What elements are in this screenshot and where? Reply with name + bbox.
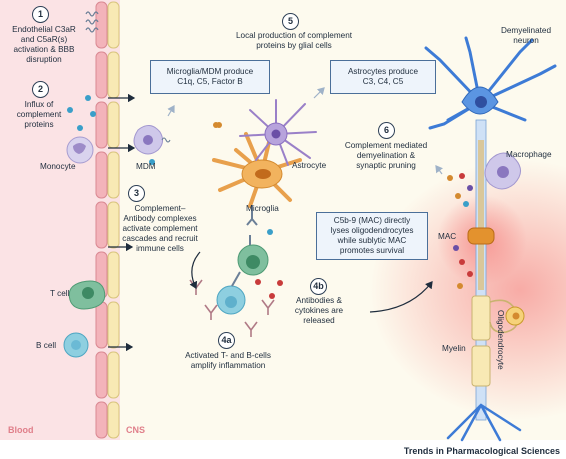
step-number-6: 6 xyxy=(378,122,395,139)
macrophage-label: Macrophage xyxy=(506,150,552,159)
step-number-4a: 4a xyxy=(218,332,235,349)
oligodendrocyte-label: Oligodendrocyte xyxy=(496,310,505,370)
step-text-4a: Activated T- and B-cells amplify inflamm… xyxy=(185,351,271,370)
endothelial-barrier xyxy=(85,1,120,439)
monocyte-cell xyxy=(66,136,94,164)
step-number-5: 5 xyxy=(282,13,299,30)
complement-proteins-blood xyxy=(67,95,273,235)
astrocyte-cell xyxy=(239,99,317,166)
complement-dots-axon xyxy=(447,173,473,289)
mac-box: C5b-9 (MAC) directly lyses oligodendrocy… xyxy=(316,212,428,260)
blood-label: Blood xyxy=(8,425,34,435)
microglia-label: Microglia xyxy=(246,204,279,213)
mac-label: MAC xyxy=(438,232,457,241)
oligodendrocyte-cell xyxy=(489,299,525,334)
macrophage-cell xyxy=(484,152,521,190)
footer-band xyxy=(0,440,566,459)
cns-label: CNS xyxy=(126,425,146,435)
b-cell xyxy=(63,332,89,358)
microglia-cell xyxy=(212,122,302,208)
mdm-cell xyxy=(133,125,171,155)
demyelinated-neuron-label: Demyelinated neuron xyxy=(500,26,552,45)
secretion-arrows xyxy=(167,87,443,175)
complement-dots-cns xyxy=(216,122,222,128)
step-text-6: Complement mediated demyelination & syna… xyxy=(344,141,428,170)
activated-b-cell xyxy=(216,285,246,315)
step-text-3: Complement– Antibody complexes activate … xyxy=(122,204,198,253)
myelin-label: Myelin xyxy=(442,344,466,353)
microglia-mdm-box: Microglia/MDM produce C1q, C5, Factor B xyxy=(150,60,270,94)
t-cell-label: T cell xyxy=(50,289,70,298)
b-cell-label: B cell xyxy=(36,341,57,350)
step-number-2: 2 xyxy=(32,81,49,98)
t-cell xyxy=(68,280,106,310)
astrocyte-label: Astrocyte xyxy=(292,161,327,170)
step-text-2: Influx of complement proteins xyxy=(16,100,62,129)
astrocytes-box: Astrocytes produce C3, C4, C5 xyxy=(330,60,436,94)
antibody-complex xyxy=(231,205,258,287)
activated-t-cell xyxy=(237,244,269,276)
step-number-3: 3 xyxy=(128,185,145,202)
step-text-1: Endothelial C3aR and C5aR(s) activation … xyxy=(12,25,76,64)
step-text-4b: Antibodies & cytokines are released xyxy=(294,296,344,325)
monocyte-label: Monocyte xyxy=(40,162,76,171)
mac-complex xyxy=(467,227,495,245)
journal-footer: Trends in Pharmacological Sciences xyxy=(403,446,560,456)
step-text-5: Local production of complement proteins … xyxy=(235,31,353,50)
step-number-1: 1 xyxy=(32,6,49,23)
step-number-4b: 4b xyxy=(310,278,327,295)
mdm-label: MDM xyxy=(136,162,156,171)
